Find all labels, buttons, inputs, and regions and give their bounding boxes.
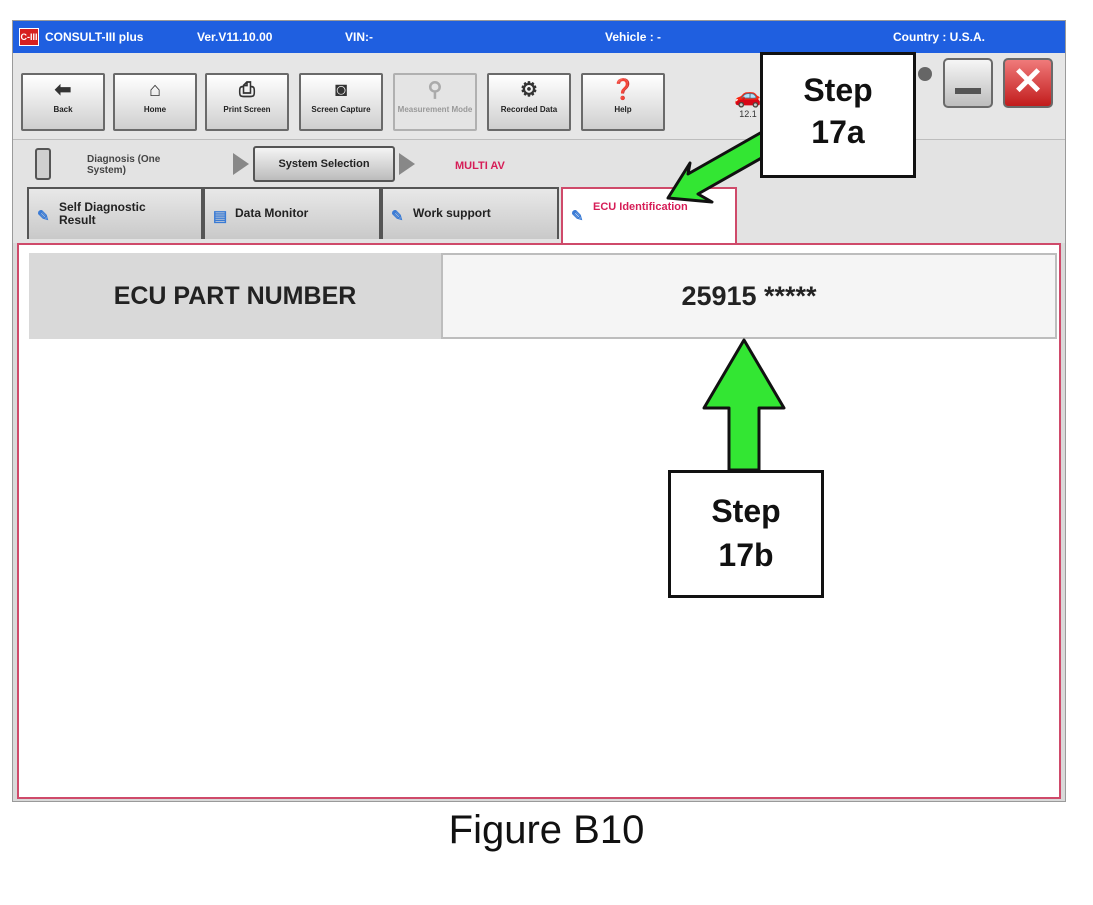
step-17b-arrow: [702, 338, 786, 472]
work-support-icon: ✎: [391, 208, 404, 225]
app-version: Ver.V11.10.00: [197, 30, 273, 44]
camera-icon: ◙: [334, 79, 348, 101]
figure-caption: Figure B10: [448, 808, 645, 852]
title-bar: C-III CONSULT-III plus Ver.V11.10.00 VIN…: [13, 21, 1065, 53]
step-17a-callout: Step 17a: [760, 52, 916, 178]
step-17b-callout: Step 17b: [668, 470, 824, 598]
close-button[interactable]: ✕: [1003, 58, 1053, 108]
screen-capture-button[interactable]: ◙ Screen Capture: [299, 73, 383, 131]
measurement-mode-button[interactable]: ⚲ Measurement Mode: [393, 73, 477, 131]
device-icon: [35, 148, 51, 180]
help-button[interactable]: ❓ Help: [581, 73, 665, 131]
tab-ecu-identification[interactable]: ✎ ECU Identification: [561, 187, 737, 245]
recorded-data-icon: ⚙: [520, 79, 538, 101]
app-name: CONSULT-III plus: [45, 30, 144, 44]
ecu-icon: ✎: [571, 208, 584, 225]
vin-label: VIN:-: [345, 30, 373, 44]
close-icon: ✕: [1012, 61, 1044, 103]
tab-bar: ✎ Self Diagnostic Result ▤ Data Monitor …: [13, 187, 1065, 245]
step-17a-arrow: [666, 130, 774, 204]
tab-self-diagnostic-result[interactable]: ✎ Self Diagnostic Result: [27, 187, 203, 239]
back-button[interactable]: ⬅ Back: [21, 73, 105, 131]
car-icon: 🚗: [734, 83, 762, 108]
breadcrumb-arrow-icon: [399, 153, 415, 175]
measurement-icon: ⚲: [427, 79, 443, 101]
monitor-icon: ▤: [213, 208, 228, 225]
printer-icon: ⎙: [239, 79, 255, 101]
breadcrumb-current-system: MULTI AV: [455, 160, 505, 172]
recorded-data-button[interactable]: ⚙ Recorded Data: [487, 73, 571, 131]
home-icon: ⌂: [148, 79, 162, 101]
help-icon: ❓: [610, 79, 636, 101]
diagnostic-icon: ✎: [37, 208, 50, 225]
vehicle-label: Vehicle : -: [605, 30, 662, 44]
tab-data-monitor[interactable]: ▤ Data Monitor: [203, 187, 381, 239]
battery-indicator: 🚗 12.1: [728, 83, 768, 133]
minimize-button[interactable]: [943, 58, 993, 108]
status-dot: [918, 67, 932, 81]
ecu-part-number-label: ECU PART NUMBER: [29, 253, 441, 339]
country-label: Country : U.S.A.: [893, 30, 985, 44]
system-selection-button[interactable]: System Selection: [253, 146, 395, 182]
breadcrumb-diagnosis[interactable]: Diagnosis (One System): [87, 154, 161, 176]
ecu-identification-panel: ECU PART NUMBER 25915 *****: [17, 243, 1061, 799]
ecu-part-number-value: 25915 *****: [441, 253, 1057, 339]
back-arrow-icon: ⬅: [54, 79, 72, 101]
tab-work-support[interactable]: ✎ Work support: [381, 187, 559, 239]
print-screen-button[interactable]: ⎙ Print Screen: [205, 73, 289, 131]
home-button[interactable]: ⌂ Home: [113, 73, 197, 131]
breadcrumb-arrow-icon: [233, 153, 249, 175]
app-logo-icon: C-III: [19, 28, 39, 46]
